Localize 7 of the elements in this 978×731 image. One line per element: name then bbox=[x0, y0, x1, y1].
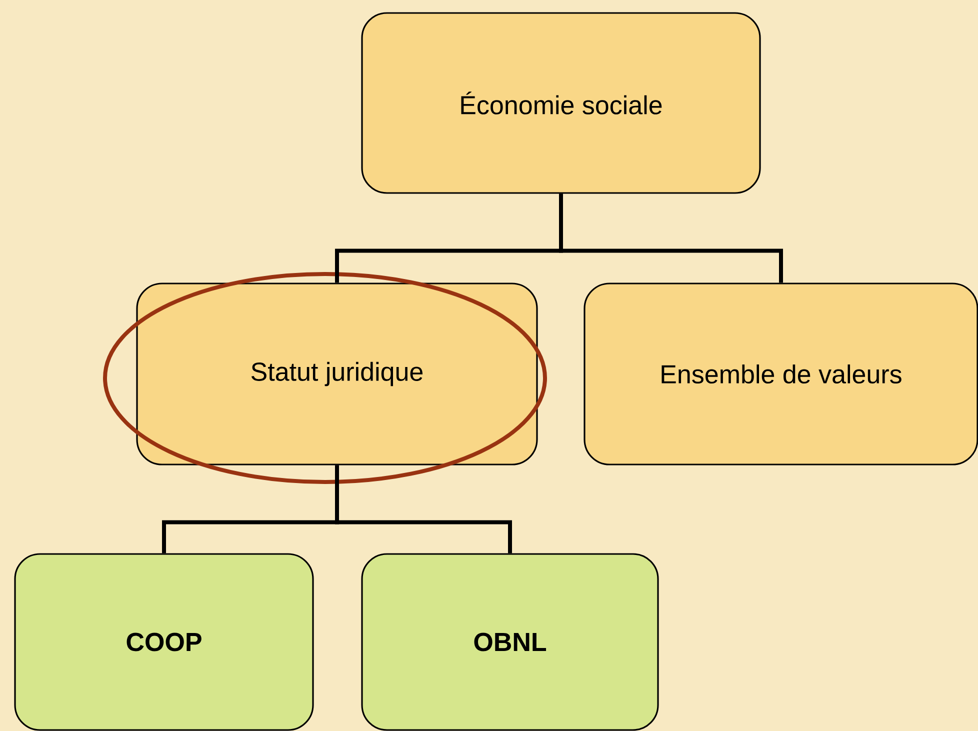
process-box: Statut juridique bbox=[136, 282, 538, 466]
process-box: OBNL bbox=[361, 553, 659, 731]
process-box: COOP bbox=[14, 553, 314, 731]
connector-line bbox=[335, 465, 512, 554]
process-box: Ensemble de valeurs bbox=[584, 282, 978, 466]
process-box: Économie sociale bbox=[361, 12, 761, 194]
connector-line bbox=[559, 194, 783, 283]
